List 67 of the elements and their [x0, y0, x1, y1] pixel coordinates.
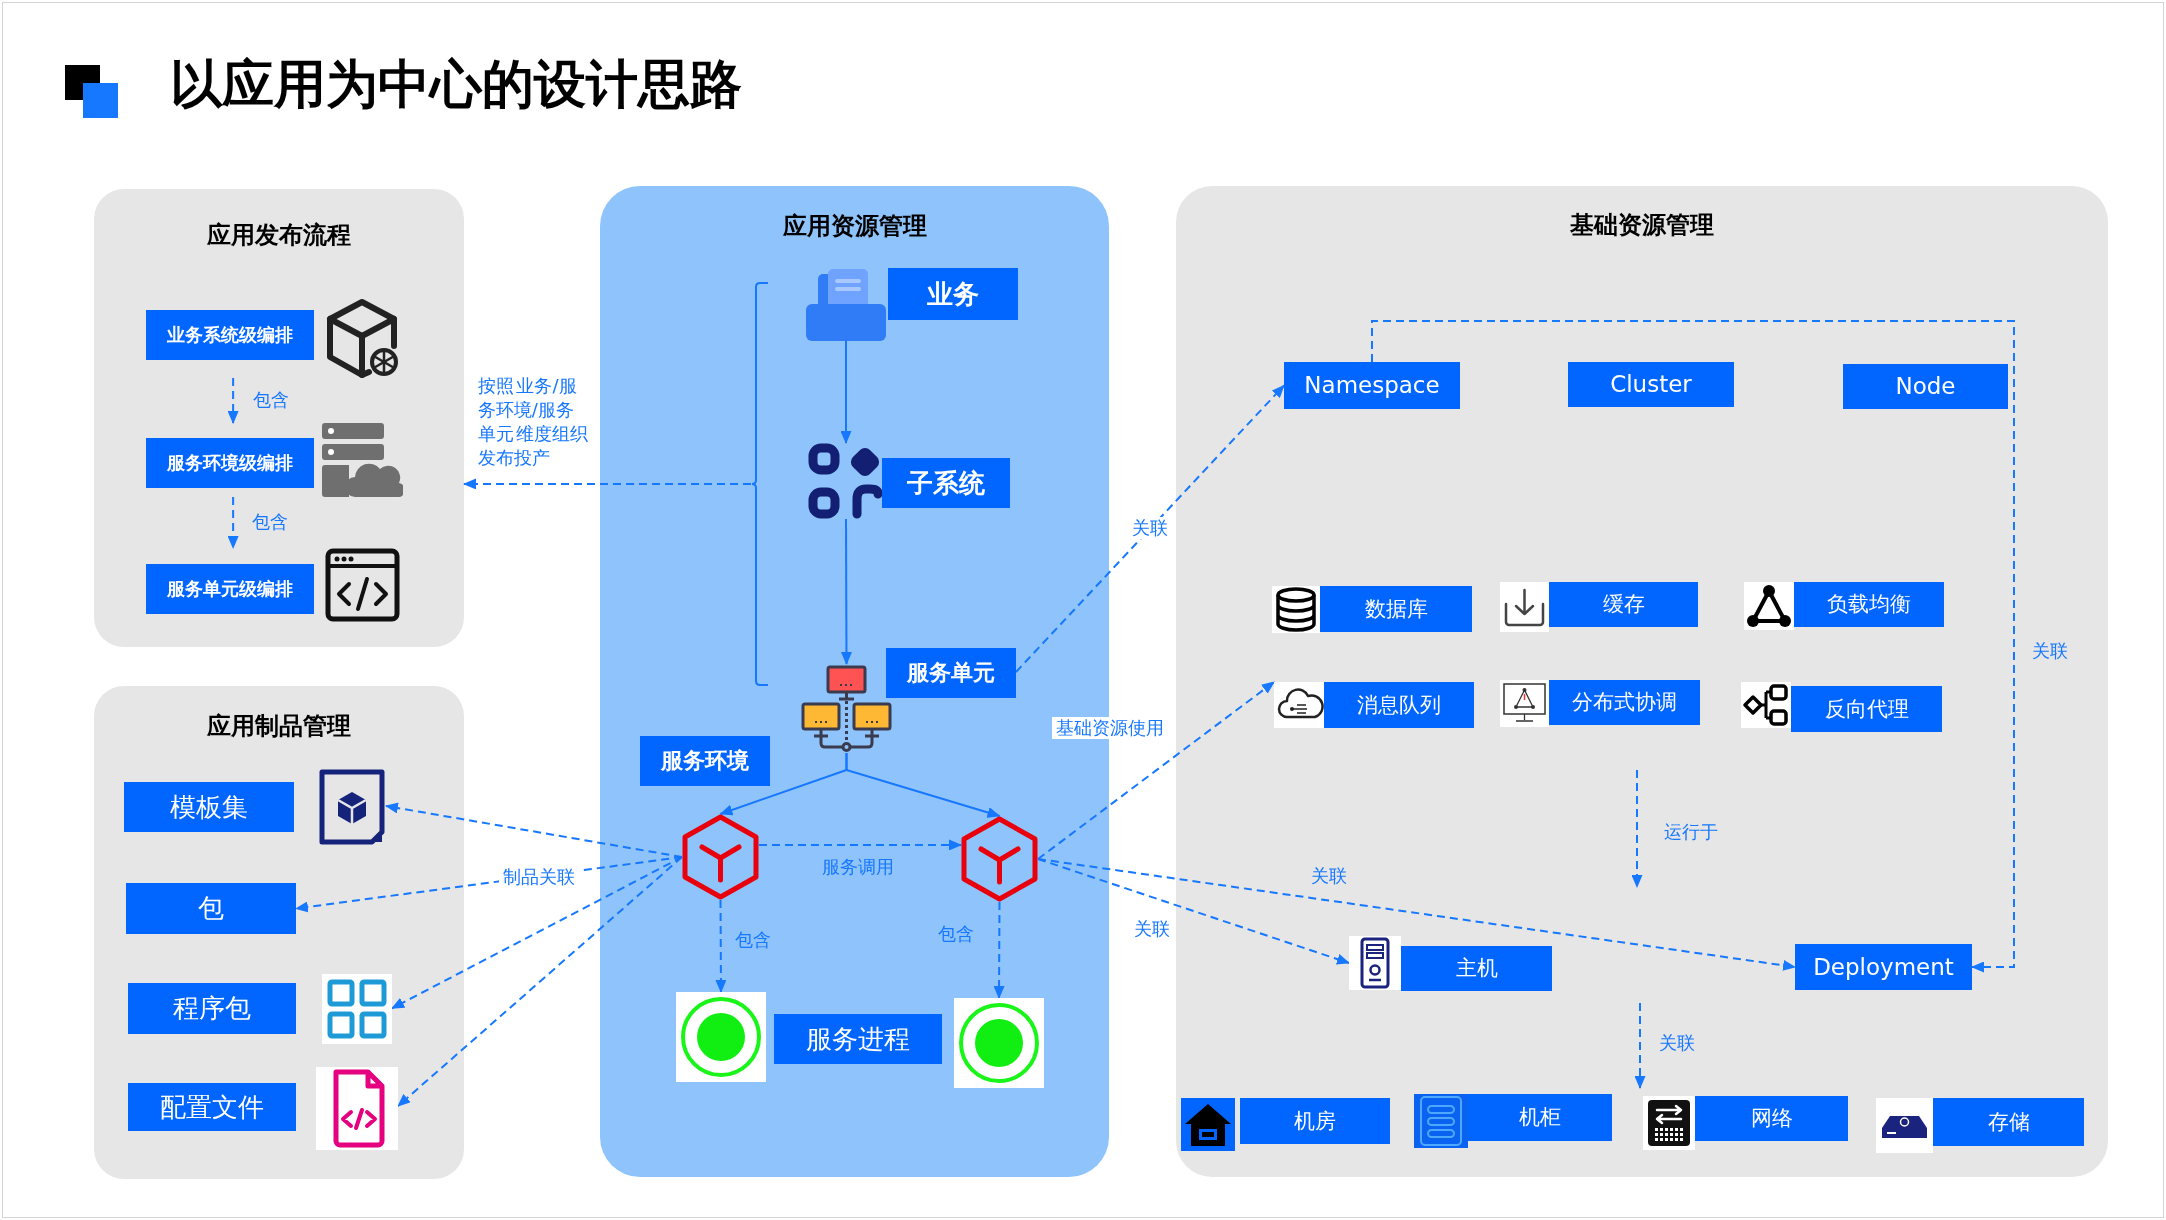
grid-icon [322, 974, 392, 1044]
panel-title: 应用资源管理 [782, 212, 927, 240]
node-label: 机房 [1240, 1098, 1390, 1144]
node-label: 存储 [1933, 1098, 2084, 1146]
node-label: 子系统 [882, 458, 1010, 508]
panel-title: 基础资源管理 [1570, 211, 1714, 239]
node-label: 缓存 [1549, 582, 1698, 627]
arrow [397, 856, 683, 1107]
arrow [1371, 320, 2015, 973]
status-ring-icon [954, 998, 1044, 1088]
node-label: 数据库 [1320, 586, 1472, 632]
node-label: Node [1843, 364, 2008, 409]
apps-icon [808, 443, 884, 519]
node-label: Namespace [1284, 362, 1460, 409]
node-label: 服务进程 [774, 1014, 942, 1064]
arrow [758, 839, 962, 851]
cube-icon [682, 814, 759, 900]
node-label: 模板集 [124, 782, 294, 832]
arrow [993, 901, 1005, 999]
node-label: 负载均衡 [1794, 582, 1944, 627]
network-monitors-icon [800, 664, 893, 753]
node-label: 服务环境级编排 [146, 438, 314, 488]
node-label: 包 [126, 883, 296, 934]
node-label: 网络 [1695, 1096, 1848, 1141]
arrow [227, 496, 239, 549]
code-file-icon [316, 1067, 398, 1150]
arrow [845, 752, 1001, 818]
status-ring-icon [676, 992, 766, 1082]
arrow [1037, 858, 1350, 965]
edge-label: 制品关联 [499, 866, 579, 888]
page-title: 以应用为中心的设计思路 [170, 55, 742, 113]
node-label: 业务系统级编排 [146, 310, 314, 360]
node-label: 配置文件 [128, 1083, 296, 1131]
arrow [715, 899, 727, 993]
group-panel [1176, 186, 2108, 1177]
arrow [227, 377, 239, 424]
node-label: 反向代理 [1791, 686, 1942, 732]
arrow [1037, 858, 1796, 971]
node-label: 服务环境 [640, 736, 770, 786]
panel-title: 应用制品管理 [207, 712, 351, 740]
group-panel [600, 186, 1109, 1177]
node-label: 服务单元 [886, 648, 1016, 698]
document-tray-icon [806, 268, 886, 341]
server-tower-icon [1349, 936, 1401, 990]
arrow [840, 518, 852, 665]
arrow [1037, 681, 1275, 860]
node-label: 主机 [1401, 946, 1552, 991]
arrow [391, 856, 683, 1010]
node-label: 分布式协调 [1549, 680, 1700, 725]
node-label: 服务单元级编排 [146, 564, 314, 614]
node-label: 程序包 [128, 983, 296, 1034]
arrow-label: 关联 [1659, 1032, 1695, 1054]
arrow-label: 运行于 [1664, 821, 1718, 843]
arrow [840, 340, 852, 444]
node-label: 机柜 [1468, 1094, 1612, 1141]
node-label: Cluster [1568, 362, 1734, 407]
node-label: 业务 [888, 268, 1018, 320]
node-label: Deployment [1795, 944, 1972, 990]
curly-bracket [751, 282, 768, 686]
arrow [1015, 384, 1285, 673]
group-panel [94, 686, 464, 1179]
arrow [463, 478, 752, 490]
document-cube-icon [318, 768, 386, 846]
group-panel [94, 189, 464, 647]
cube-icon [961, 816, 1038, 902]
node-label: 消息队列 [1324, 682, 1474, 728]
panel-title: 应用发布流程 [207, 221, 351, 249]
